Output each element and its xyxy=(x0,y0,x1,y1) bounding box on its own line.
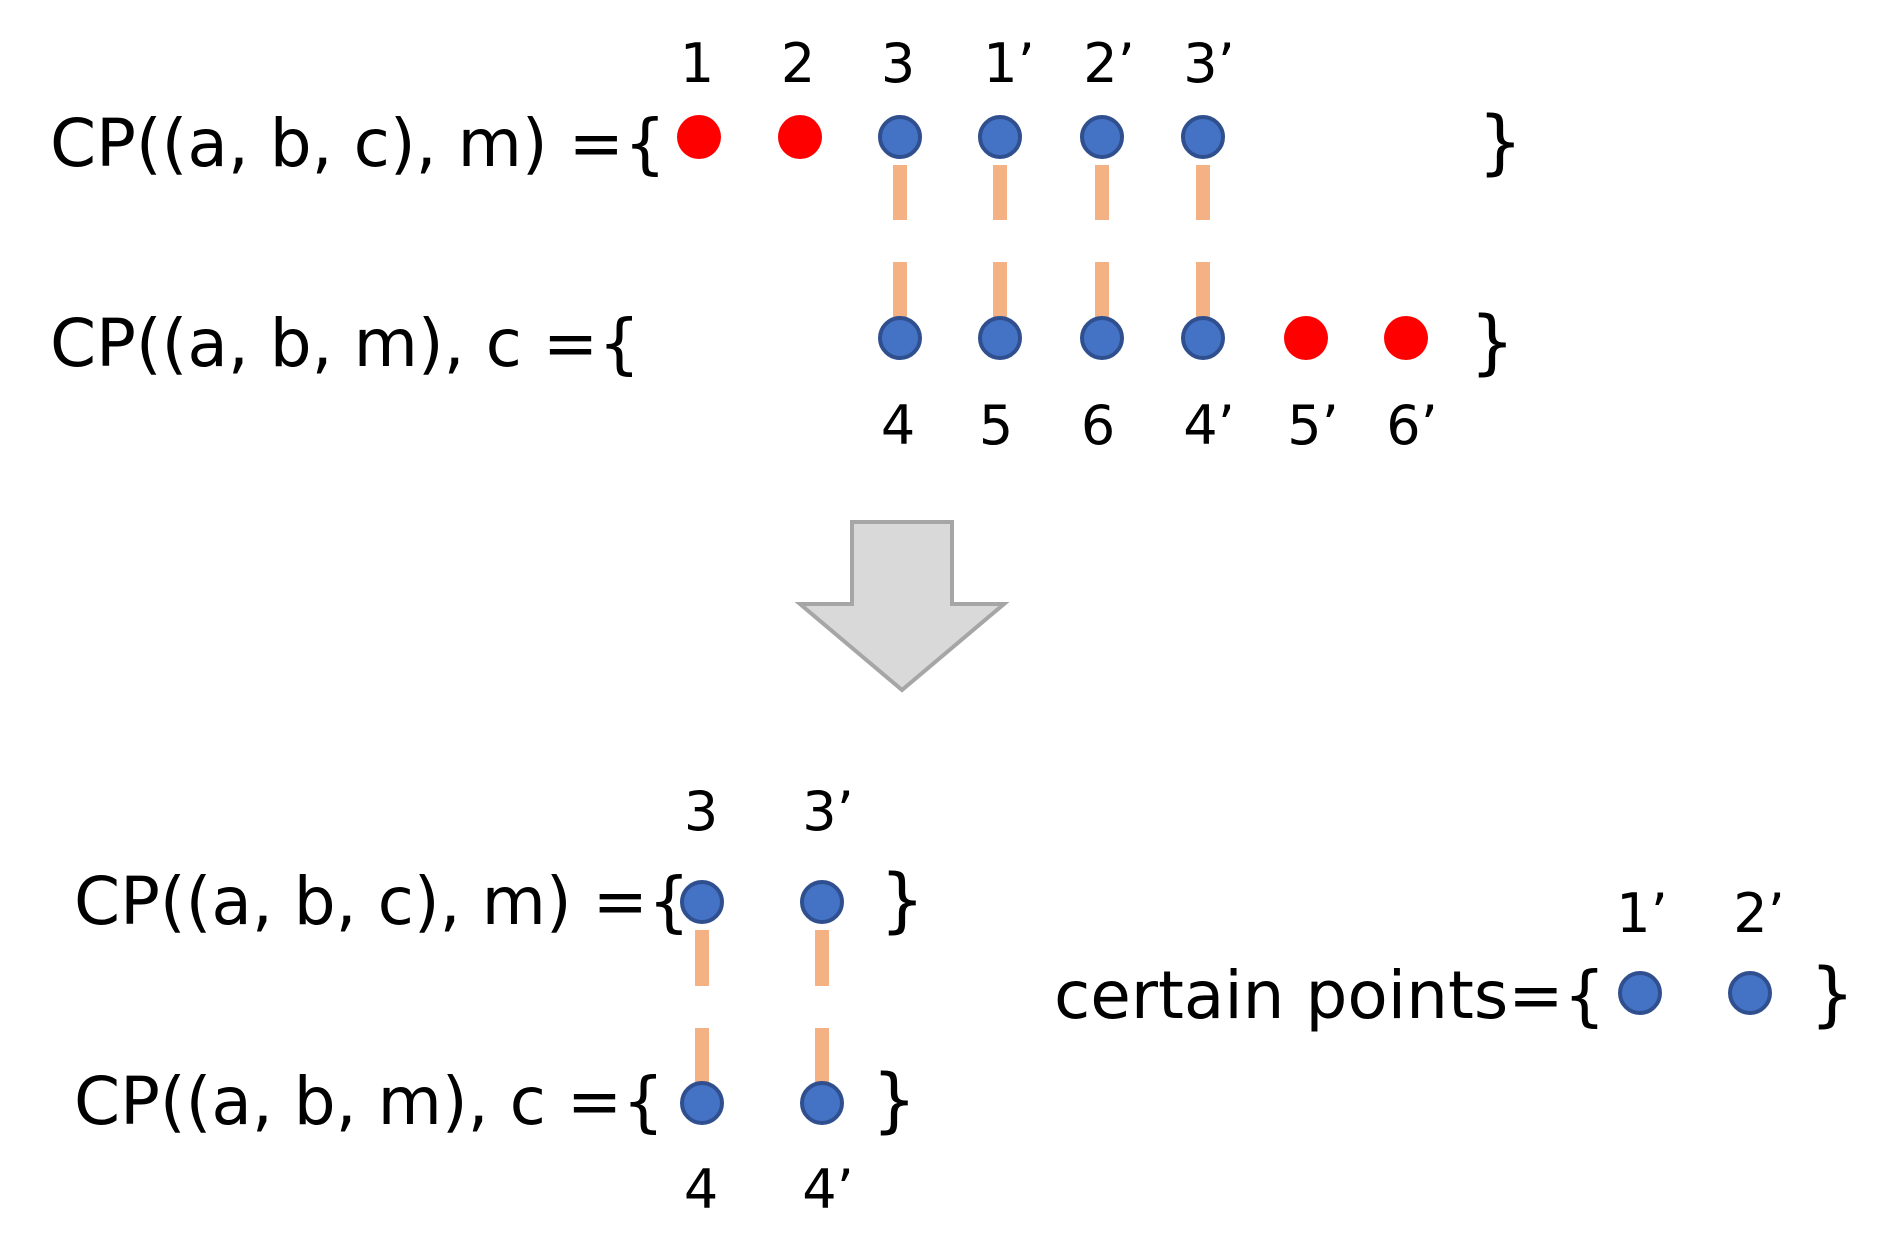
top-section: CP((a, b, c), m) ={ } 1 2 3 1’ 2’ 3’ CP(… xyxy=(50,32,1523,457)
top-row2-point-5 xyxy=(978,316,1022,360)
top-row1-close-brace: } xyxy=(1478,101,1523,183)
bottom-row1-point-3 xyxy=(680,880,724,924)
top-links xyxy=(893,165,1210,330)
top-row1-point-3p xyxy=(1181,115,1225,159)
top-row2-point-6p xyxy=(1384,316,1428,360)
certain-point-2p xyxy=(1728,971,1772,1015)
top-row1-label-2: 2 xyxy=(781,32,815,95)
top-row1-equation: CP((a, b, c), m) ={ xyxy=(50,105,666,182)
top-row1-point-2p xyxy=(1080,115,1124,159)
down-arrow-icon xyxy=(794,520,1010,693)
top-row1-label-3: 3 xyxy=(881,32,915,95)
top-row1-label-6: 3’ xyxy=(1183,32,1235,95)
bottom-row1-point-3p xyxy=(800,880,844,924)
top-row2-label-5: 5 xyxy=(979,394,1013,457)
bottom-row2-point-4 xyxy=(680,1081,724,1125)
certain-point-1p xyxy=(1618,971,1662,1015)
top-row1-label-5: 2’ xyxy=(1083,32,1135,95)
certain-label-1p: 1’ xyxy=(1616,882,1668,945)
top-row2-close-brace: } xyxy=(1470,301,1515,383)
bottom-row2-label-4: 4 xyxy=(684,1158,718,1221)
top-row2-point-6 xyxy=(1080,316,1124,360)
bottom-row2-equation: CP((a, b, m), c ={ xyxy=(74,1063,664,1140)
bottom-row1-close-brace: } xyxy=(880,859,925,941)
top-row2-point-4 xyxy=(878,316,922,360)
top-row2-label-5p: 5’ xyxy=(1287,394,1339,457)
top-row1-point-3 xyxy=(878,115,922,159)
certain-points-close-brace: } xyxy=(1810,953,1855,1035)
top-row1-point-2 xyxy=(778,115,822,159)
top-row1-point-1 xyxy=(677,115,721,159)
bottom-row1-label-3: 3 xyxy=(684,780,718,843)
top-row2-label-6: 6 xyxy=(1081,394,1115,457)
top-row2-equation: CP((a, b, m), c ={ xyxy=(50,305,640,382)
top-row2-point-4p xyxy=(1181,316,1225,360)
top-row2-label-6p: 6’ xyxy=(1386,394,1438,457)
bottom-row2-close-brace: } xyxy=(872,1059,917,1141)
bottom-section: 3 3’ CP((a, b, c), m) ={ } CP((a, b, m),… xyxy=(74,780,1855,1221)
top-row2-label-4p: 4’ xyxy=(1183,394,1235,457)
bottom-row1-label-3p: 3’ xyxy=(802,780,854,843)
top-row1-point-1p xyxy=(978,115,1022,159)
certain-points-equation: certain points={ xyxy=(1054,957,1606,1034)
top-row1-label-1: 1 xyxy=(680,32,714,95)
top-row2-point-5p xyxy=(1284,316,1328,360)
bottom-row1-equation: CP((a, b, c), m) ={ xyxy=(74,863,690,940)
top-row1-label-4: 1’ xyxy=(983,32,1035,95)
bottom-row2-point-4p xyxy=(800,1081,844,1125)
bottom-links xyxy=(695,930,829,1100)
bottom-row2-label-4p: 4’ xyxy=(802,1158,854,1221)
top-row2-label-4: 4 xyxy=(881,394,915,457)
certain-label-2p: 2’ xyxy=(1733,882,1785,945)
